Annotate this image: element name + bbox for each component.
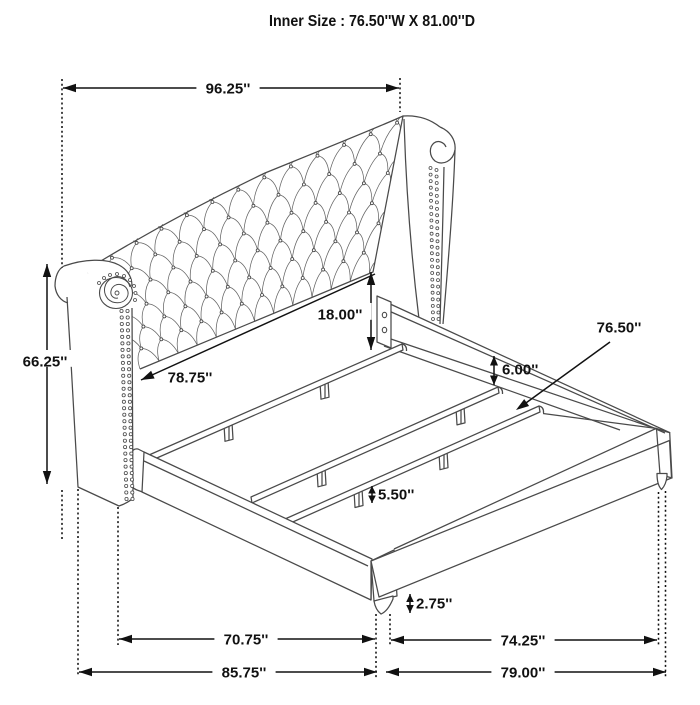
svg-text:74.25'': 74.25'' xyxy=(501,632,546,649)
svg-text:70.75'': 70.75'' xyxy=(224,631,269,648)
svg-text:5.50'': 5.50'' xyxy=(378,486,414,503)
svg-text:6.00'': 6.00'' xyxy=(502,361,538,378)
svg-text:Inner Size : 76.50''W X 81.00': Inner Size : 76.50''W X 81.00''D xyxy=(269,13,475,30)
svg-text:76.50'': 76.50'' xyxy=(597,319,642,336)
svg-text:66.25'': 66.25'' xyxy=(23,353,68,370)
svg-text:2.75'': 2.75'' xyxy=(416,595,452,612)
svg-text:85.75'': 85.75'' xyxy=(222,664,267,681)
svg-text:79.00'': 79.00'' xyxy=(501,664,546,681)
svg-text:18.00'': 18.00'' xyxy=(318,306,363,323)
svg-text:96.25'': 96.25'' xyxy=(206,80,251,97)
svg-text:78.75'': 78.75'' xyxy=(168,369,213,386)
